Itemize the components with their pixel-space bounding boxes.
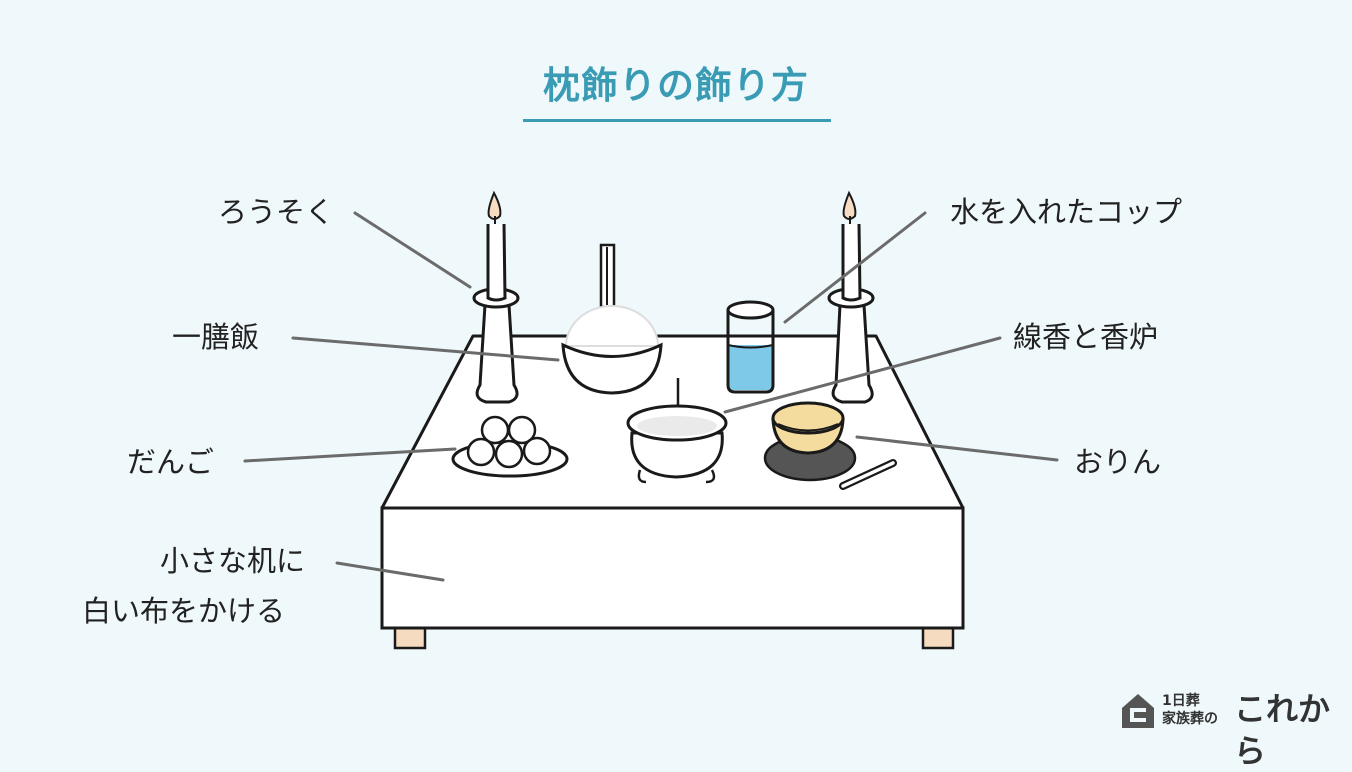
candle-flame <box>842 190 857 220</box>
water-cup <box>726 300 775 394</box>
logo-line2: 家族葬の <box>1162 711 1218 727</box>
leader-dango <box>243 447 457 463</box>
leader-incense <box>723 336 1002 414</box>
leader-candle <box>353 211 472 289</box>
label-candle: ろうそく <box>218 195 335 229</box>
leader-orin <box>855 435 1059 462</box>
incense-burner <box>626 378 728 484</box>
candle-right <box>827 190 875 404</box>
leader-lines <box>243 211 1059 582</box>
page-title: 枕飾りの飾り方 <box>543 64 809 107</box>
title-underline <box>523 119 831 122</box>
house-icon <box>1122 694 1154 728</box>
illustration <box>243 190 1059 650</box>
table-front <box>380 506 965 630</box>
table-leg-right <box>921 626 955 650</box>
label-incense: 線香と香炉 <box>1013 320 1159 354</box>
candle-flame <box>487 190 502 220</box>
table-legs <box>393 626 955 650</box>
label-orin: おりん <box>1074 445 1162 479</box>
label-dango: だんご <box>127 445 215 479</box>
leader-rice <box>291 336 560 362</box>
table-leg-left <box>393 626 427 650</box>
candle-left <box>472 190 520 404</box>
label-water-cup: 水を入れたコップ <box>950 195 1183 229</box>
leader-cup <box>783 211 927 324</box>
water <box>728 345 773 390</box>
logo-line1: 1日葬 <box>1162 693 1200 709</box>
diagram-canvas: 枕飾りの飾り方 <box>82 64 1335 770</box>
orin-bell <box>763 401 897 490</box>
logo-brand: これから <box>1234 690 1331 770</box>
label-rice-bowl: 一膳飯 <box>172 320 260 354</box>
label-table-line1: 小さな机に <box>160 544 306 578</box>
brand-logo: 1日葬 家族葬の これから <box>1120 690 1335 770</box>
leader-table <box>335 561 445 582</box>
label-table-line2: 白い布をかける <box>82 594 286 628</box>
table-with-cloth <box>380 334 965 630</box>
rice-bowl <box>561 243 663 395</box>
dango-plate <box>451 415 569 478</box>
